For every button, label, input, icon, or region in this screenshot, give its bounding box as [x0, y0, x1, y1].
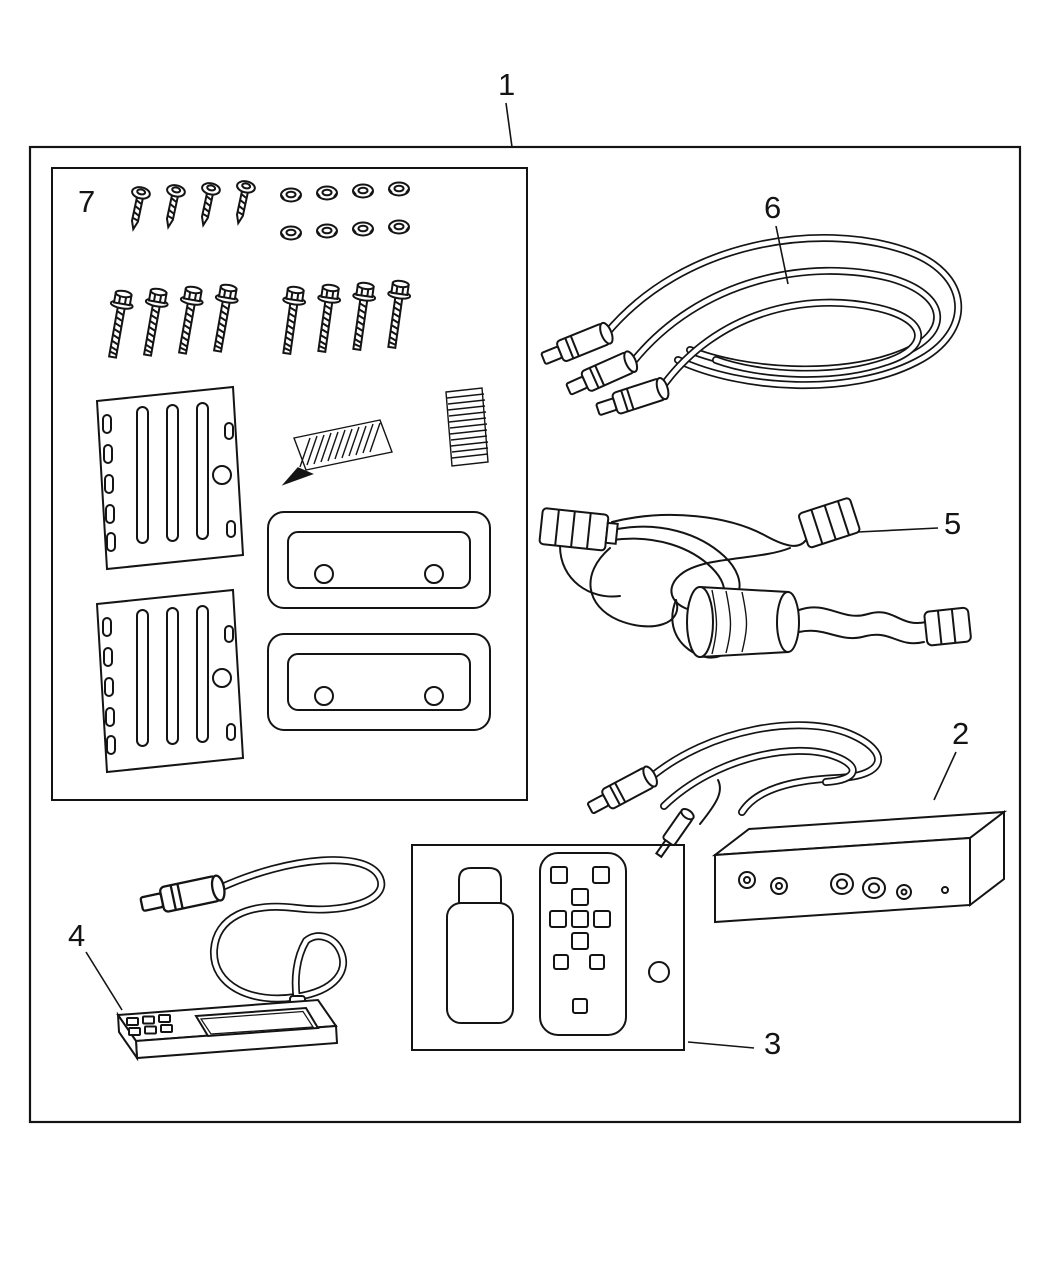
- receiver-box: [711, 809, 1008, 924]
- hex-bolt: [135, 286, 172, 358]
- callout-2: 2: [952, 716, 969, 751]
- hex-bolt: [170, 284, 207, 356]
- kit-boundary-box: [28, 145, 1022, 1124]
- hex-bolt: [100, 288, 137, 360]
- accessory-box-group: [411, 844, 685, 1051]
- tapping-screw: [158, 182, 187, 230]
- grommet: [648, 961, 670, 983]
- hex-bolts: [100, 278, 414, 360]
- tapping-screw: [193, 180, 222, 228]
- antenna-plug: [583, 763, 661, 820]
- hex-bolt: [205, 282, 242, 354]
- display-unit-group: [116, 856, 386, 1062]
- push-nut: [280, 187, 302, 203]
- callout-1-leader: [505, 102, 513, 148]
- accessory-box: [411, 844, 685, 1051]
- callout-7: 7: [78, 184, 95, 219]
- callout-5-leader: [857, 527, 939, 533]
- callout-6: 6: [764, 190, 781, 225]
- antenna-adapter-plug: [654, 807, 695, 859]
- remote-control: [539, 852, 627, 1036]
- receiver-module-group: [583, 721, 1008, 924]
- hex-bolt: [274, 284, 309, 356]
- av-cable-bundle: [538, 233, 963, 422]
- callout-4: 4: [68, 918, 85, 953]
- hex-bolt: [344, 280, 379, 352]
- harness-connector-right: [798, 497, 861, 549]
- headphone-transmitter: [446, 867, 514, 1024]
- push-nut: [352, 183, 374, 199]
- push-nut: [316, 223, 338, 239]
- wiring-harness: [538, 497, 972, 659]
- callout-2-leader: [933, 751, 957, 801]
- tapping-screws: [123, 178, 257, 232]
- hardware-box-group: 7: [51, 167, 528, 801]
- wire-loom: [445, 387, 489, 467]
- callout-5: 5: [944, 506, 961, 541]
- harness-connector-left: [538, 507, 619, 552]
- velcro-strip: [281, 419, 393, 486]
- harness-plug-small: [923, 606, 972, 647]
- mounting-plate-lower: [267, 633, 491, 731]
- push-nuts: [280, 181, 410, 241]
- callout-4-leader: [85, 951, 123, 1011]
- push-nut: [316, 185, 338, 201]
- tapping-screw: [228, 178, 257, 226]
- mounting-bracket-side-lower: [96, 589, 244, 773]
- din-connector: [137, 873, 228, 918]
- harness-module: [686, 585, 800, 659]
- callout-1: 1: [498, 67, 515, 102]
- callout-3: 3: [764, 1026, 781, 1061]
- callout-3-leader: [687, 1041, 755, 1049]
- push-nut: [388, 181, 410, 197]
- display-unit: [116, 998, 339, 1062]
- tapping-screw: [123, 184, 152, 232]
- push-nut: [280, 225, 302, 241]
- mounting-bracket-side-upper: [96, 386, 244, 570]
- push-nut: [352, 221, 374, 237]
- callout-6-leader: [775, 225, 789, 285]
- hex-bolt: [379, 278, 414, 350]
- push-nut: [388, 219, 410, 235]
- mounting-plate-upper: [267, 511, 491, 609]
- hardware-box: [51, 167, 528, 801]
- hex-bolt: [309, 282, 344, 354]
